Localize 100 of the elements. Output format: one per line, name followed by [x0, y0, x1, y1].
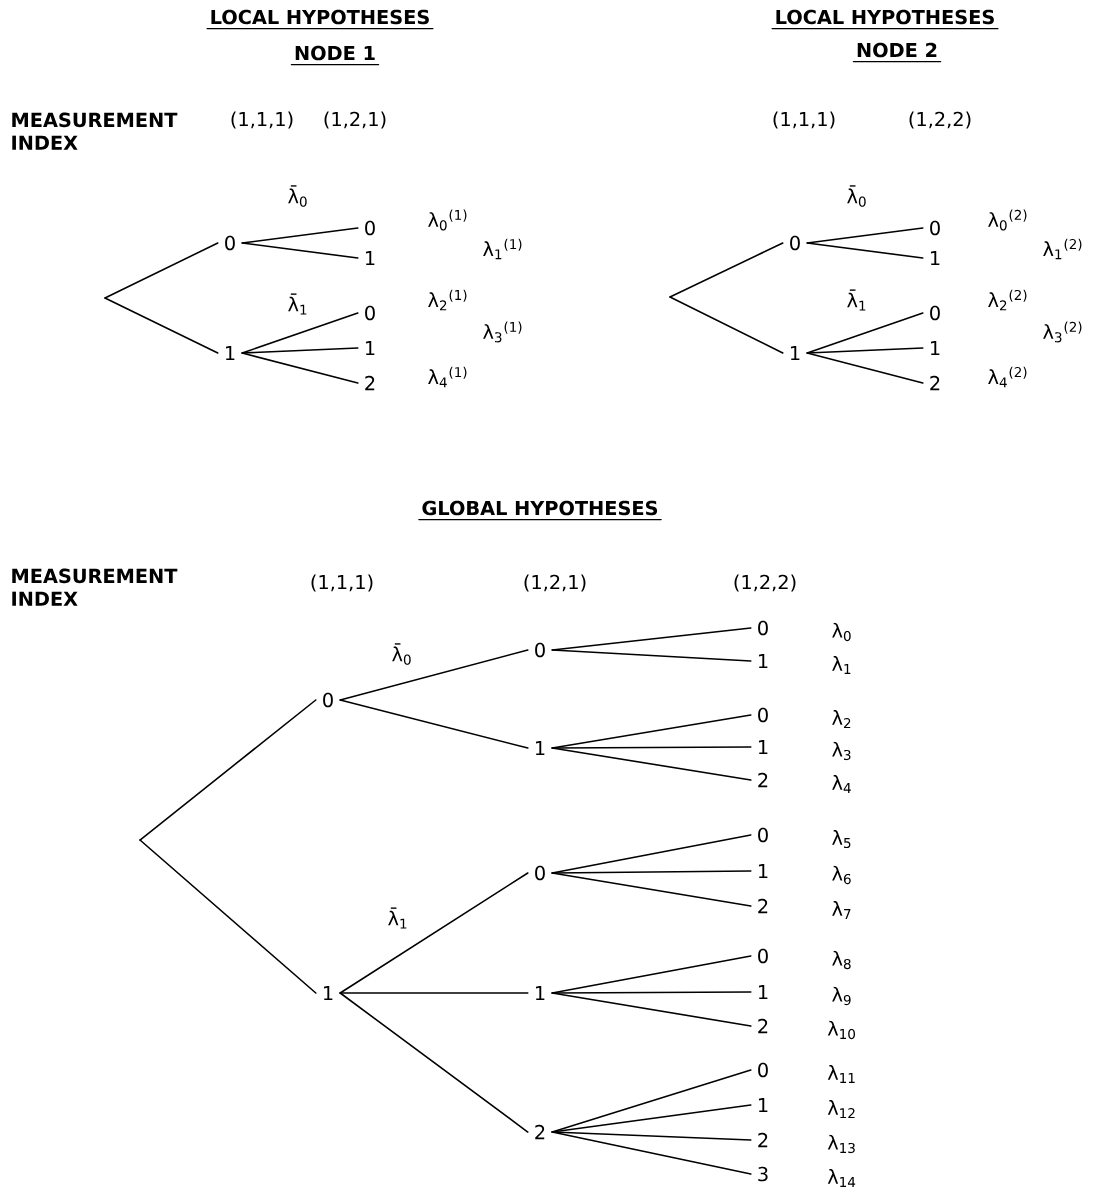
edge-label: λ̄$_{0}$ [389, 641, 415, 667]
branch-line [551, 1069, 752, 1133]
branch-line [669, 242, 784, 298]
branch-number: 0 [225, 235, 235, 251]
index-label: (1,2,2) [734, 574, 796, 592]
branch-number: 0 [535, 865, 545, 881]
branch-number: 0 [930, 305, 940, 321]
probability-label: λ$_{1}$(1) [483, 238, 522, 260]
branch-line [551, 991, 752, 994]
probability-label: λ$_{2}$ [832, 709, 851, 729]
branch-number: 1 [759, 984, 768, 1000]
probability-label: λ$_{1}$(2) [1043, 238, 1082, 260]
probability-label: λ$_{1}$ [832, 656, 851, 674]
axis-label: MEASUREMENT INDEX [12, 112, 178, 150]
branch-number: 1 [366, 340, 375, 356]
probability-label: λ$_{3}$ [832, 741, 851, 761]
branch-line [139, 699, 317, 841]
heading: NODE 1 [290, 45, 380, 66]
probability-label: λ$_{5}$ [832, 829, 851, 849]
probability-label: λ$_{14}$ [827, 1169, 856, 1187]
branch-number: 2 [758, 1132, 768, 1148]
branch-line [104, 242, 219, 299]
branch-number: 2 [758, 1018, 768, 1034]
index-label: (1,2,1) [324, 111, 386, 129]
branch-number: 1 [759, 1097, 768, 1113]
probability-label: λ$_{12}$ [827, 1099, 855, 1119]
probability-label: λ$_{3}$(1) [483, 321, 522, 343]
branch-line [551, 872, 752, 907]
branch-number: 1 [536, 740, 545, 756]
heading: LOCAL HYPOTHESES [206, 9, 434, 30]
branch-line [241, 242, 359, 259]
probability-label: λ$_{3}$(2) [1043, 321, 1082, 343]
axis-label: MEASUREMENT INDEX [12, 568, 178, 606]
branch-line [551, 1131, 752, 1175]
branch-line [806, 242, 924, 259]
edge-label: λ̄$_{1}$ [844, 287, 870, 313]
branch-line [551, 992, 752, 1027]
heading: LOCAL HYPOTHESES [771, 9, 999, 30]
branch-number: 0 [758, 1062, 768, 1078]
probability-label: λ$_{4}$(2) [988, 366, 1027, 388]
heading: NODE 2 [852, 42, 942, 63]
branch-number: 1 [536, 985, 545, 1001]
index-label: (1,2,1) [524, 574, 586, 592]
branch-number: 2 [535, 1124, 545, 1140]
branch-line [139, 839, 317, 994]
probability-label: λ$_{0}$(2) [988, 209, 1027, 231]
branch-number: 2 [365, 375, 375, 391]
branch-line [806, 347, 924, 354]
probability-label: λ$_{0}$ [832, 622, 851, 642]
branch-number: 1 [759, 653, 768, 669]
branch-line [104, 297, 219, 354]
branch-number: 0 [758, 620, 768, 636]
edge-label: λ̄$_{1}$ [285, 291, 311, 317]
probability-label: λ$_{7}$ [832, 901, 851, 919]
branch-line [339, 872, 529, 994]
probability-label: λ$_{4}$(1) [428, 366, 467, 388]
branch-number: 1 [759, 863, 768, 879]
branch-line [669, 296, 784, 354]
branch-line [551, 870, 752, 874]
branch-number: 1 [931, 340, 940, 356]
branch-number: 0 [930, 220, 940, 236]
branch-line [551, 747, 752, 781]
branch-number: 0 [365, 220, 375, 236]
probability-label: λ$_{6}$ [832, 865, 851, 885]
probability-label: λ$_{11}$ [827, 1065, 855, 1083]
branch-number: 0 [535, 642, 545, 658]
index-label: (1,1,1) [231, 111, 293, 129]
branch-number: 0 [365, 305, 375, 321]
branch-line [339, 992, 529, 994]
branch-number: 1 [791, 345, 800, 361]
branch-number: 2 [930, 375, 940, 391]
branch-line [551, 649, 752, 662]
probability-label: λ$_{8}$ [832, 950, 851, 970]
heading: GLOBAL HYPOTHESES [418, 500, 662, 521]
branch-number: 2 [758, 772, 768, 788]
branch-number: 1 [226, 345, 235, 361]
branch-number: 0 [323, 692, 333, 708]
branch-line [339, 699, 529, 749]
branch-number: 0 [758, 707, 768, 723]
branch-number: 0 [758, 827, 768, 843]
branch-line [551, 746, 752, 749]
probability-label: λ$_{10}$ [827, 1020, 855, 1040]
probability-label: λ$_{0}$(1) [428, 209, 467, 231]
branch-line [241, 347, 359, 354]
branch-number: 1 [324, 985, 333, 1001]
branch-line [339, 992, 529, 1133]
probability-label: λ$_{2}$(2) [988, 289, 1027, 311]
probability-label: λ$_{9}$ [832, 986, 851, 1006]
branch-number: 2 [758, 898, 768, 914]
index-label: (1,2,2) [909, 111, 971, 129]
branch-number: 1 [759, 739, 768, 755]
branch-number: 0 [790, 235, 800, 251]
branch-line [551, 1131, 752, 1141]
probability-label: λ$_{13}$ [827, 1134, 855, 1154]
branch-number: 0 [758, 948, 768, 964]
branch-number: 1 [931, 250, 940, 266]
branch-line [241, 312, 359, 354]
branch-line [806, 312, 924, 354]
probability-label: λ$_{4}$ [832, 775, 851, 793]
branch-line [241, 352, 359, 384]
